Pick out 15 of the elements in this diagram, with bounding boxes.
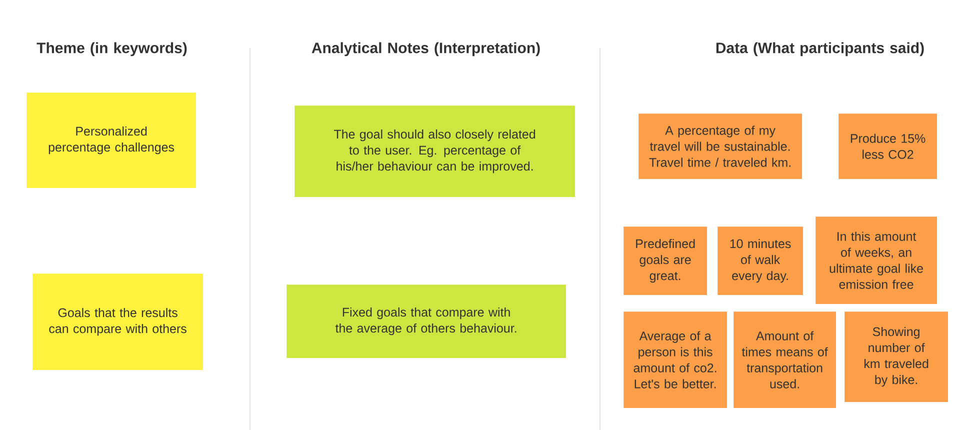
sticky-note: 10 minutes of walk every day. — [717, 226, 804, 296]
sticky-note: Goals that the results can compare with others — [32, 273, 204, 371]
sticky-note: Amount of times means of transportation used. — [733, 311, 837, 409]
sticky-note: Personalized percentage challenges — [26, 92, 197, 189]
sticky-note: Produce 15% less CO2 — [838, 113, 938, 180]
sticky-note: The goal should also closely related to the user. Eg. percentage of his/her behaviour can be improved. — [294, 105, 576, 198]
sticky-note: In this amount of weeks, an ultimate goal like emission free — [815, 216, 938, 305]
sticky-note: Showing number of km traveled by bike. — [844, 311, 949, 403]
sticky-note: Predefined goals are great. — [623, 226, 708, 296]
column-heading: Analytical Notes (Interpretation) — [312, 42, 540, 56]
sticky-note: Average of a person is this amount of co2. Let's be better. — [623, 311, 728, 409]
column-heading: Data (What participants said) — [716, 42, 924, 56]
sticky-note: Fixed goals that compare with the average of others behaviour. — [286, 284, 567, 359]
sticky-note: A percentage of my travel will be sustainable. Travel time / traveled km. — [638, 113, 803, 180]
column-heading: Theme (in keywords) — [36, 42, 187, 56]
